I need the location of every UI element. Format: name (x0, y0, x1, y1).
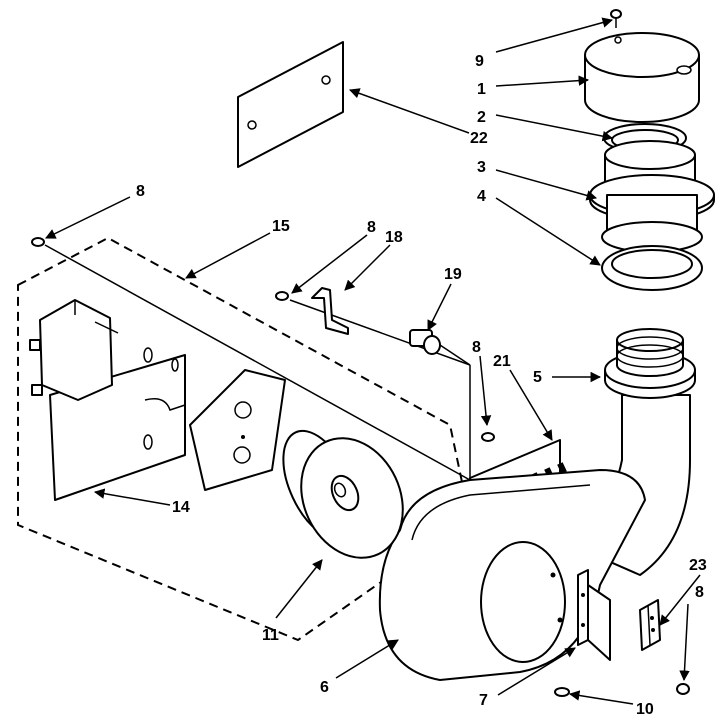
screw-part-9 (610, 9, 622, 28)
screw-part-8-b (275, 291, 289, 301)
screw-part-8-c (481, 432, 495, 442)
motor-box (29, 299, 119, 401)
callout-1: 1 (477, 81, 486, 98)
plate-part-22 (237, 41, 344, 168)
leader-lines (45, 17, 701, 705)
callout-8-right: 8 (472, 339, 481, 356)
screw-part-8-a (31, 237, 45, 247)
screw-part-10 (554, 687, 570, 697)
callout-7: 7 (479, 692, 488, 709)
screw-part-8-d (676, 683, 690, 695)
callout-18: 18 (385, 229, 403, 246)
callout-8-top-left: 8 (136, 183, 145, 200)
cap-part-1 (584, 32, 700, 123)
callout-8-center: 8 (367, 219, 376, 236)
callout-22: 22 (470, 130, 488, 147)
callout-14: 14 (172, 499, 190, 516)
callout-9: 9 (475, 53, 484, 70)
wire-line-4 (439, 344, 471, 366)
callout-10: 10 (636, 701, 654, 718)
callout-5: 5 (533, 369, 542, 386)
gasket-part-4 (601, 221, 703, 291)
callout-11: 11 (262, 627, 279, 644)
callout-19: 19 (444, 266, 462, 283)
clip-part-18 (311, 287, 349, 335)
switch-part-19 (409, 329, 441, 355)
callout-4: 4 (477, 188, 486, 205)
callout-3: 3 (477, 159, 486, 176)
motor-cover (189, 369, 286, 491)
bracket-part-7 (577, 569, 611, 661)
callout-2: 2 (477, 109, 486, 126)
callout-8-bottom-right: 8 (695, 584, 704, 601)
callout-6: 6 (320, 679, 329, 696)
callout-15: 15 (272, 218, 290, 235)
bracket-part-23 (639, 599, 661, 651)
blower-wheel-part-11 (282, 429, 404, 559)
wire-line-2 (289, 299, 471, 366)
callout-21: 21 (493, 353, 511, 370)
wire-line-1 (44, 244, 471, 481)
callout-23: 23 (689, 557, 707, 574)
